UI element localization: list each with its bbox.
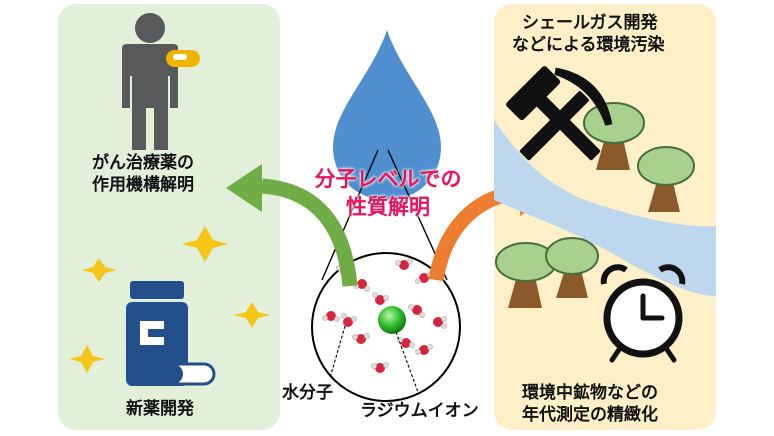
- water-molecules: [322, 258, 447, 373]
- radium-ion-label: ラジウムイオン: [360, 401, 479, 421]
- left-bottom-label: 新薬開発: [126, 399, 194, 419]
- right-bottom-label-line2: 年代測定の精緻化: [522, 405, 658, 425]
- tree-icon: [545, 237, 599, 298]
- leader-lines: [329, 325, 419, 393]
- sparkle-icon: [69, 226, 270, 373]
- center-title-line2: 性質解明: [346, 195, 430, 219]
- radium-ion-icon: [378, 306, 406, 334]
- right-bottom-label-line1: 環境中鉱物などの: [522, 383, 658, 403]
- water-drop-icon: [333, 30, 441, 200]
- right-top-label-line2: などによる環境汚染: [512, 35, 665, 55]
- left-top-label-line2: 作用機構解明: [92, 175, 194, 195]
- tree-icon: [583, 102, 645, 170]
- pill-icon: [166, 50, 200, 67]
- left-top-label-line1: がん治療薬の: [92, 153, 194, 173]
- medicine-bottle-icon: [126, 281, 216, 386]
- alarm-clock-icon: [600, 264, 686, 363]
- water-molecule-label: 水分子: [282, 383, 333, 403]
- green-arrow-icon: [226, 164, 358, 287]
- person-icon: [122, 13, 178, 150]
- right-top-label-line1: シェールガス開発: [522, 13, 658, 33]
- center-title-line1: 分子レベルでの: [314, 167, 462, 191]
- tree-icon: [637, 146, 695, 212]
- river-shape: [494, 120, 716, 296]
- hammer-pick-icon: [506, 66, 613, 161]
